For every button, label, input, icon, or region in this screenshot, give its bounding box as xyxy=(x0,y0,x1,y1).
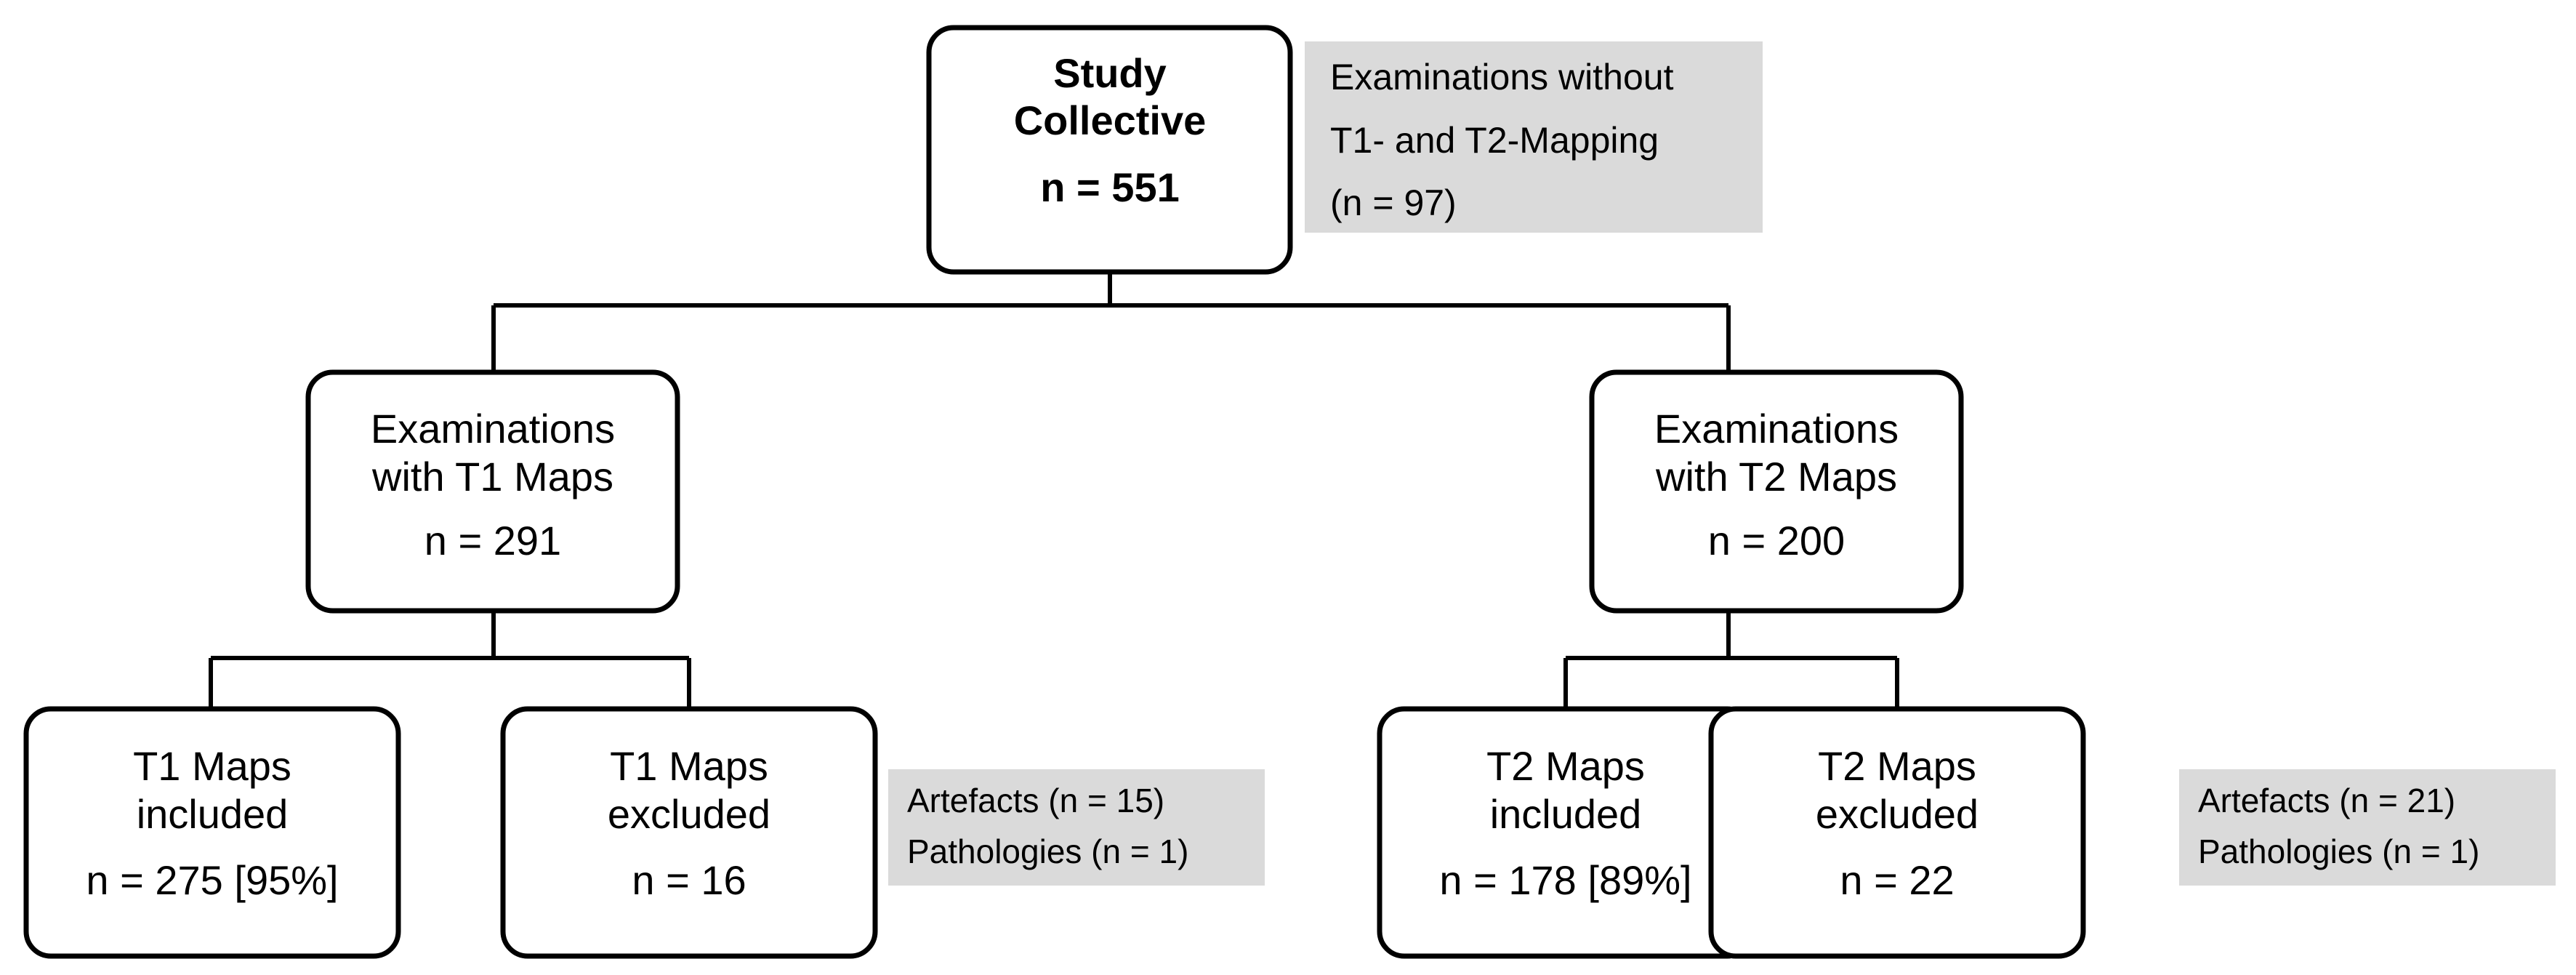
node-outline[interactable] xyxy=(305,369,680,614)
node-t1-maps-included[interactable]: T1 Maps included n = 275 [95%] xyxy=(23,706,401,959)
node-line-1: T2 Maps xyxy=(1818,743,1976,789)
node-line-3: n = 291 xyxy=(424,518,561,563)
note-line-2: Pathologies (n = 1) xyxy=(2198,832,2479,870)
note-line-1: Artefacts (n = 21) xyxy=(2198,782,2455,819)
node-line-1: T1 Maps xyxy=(133,743,291,789)
note-background xyxy=(888,769,1265,886)
node-line-2: included xyxy=(137,791,289,837)
note-line-1: Examinations without xyxy=(1330,57,1674,97)
node-t2-maps-excluded[interactable]: T2 Maps excluded n = 22 xyxy=(1708,706,2086,959)
node-line-1: T2 Maps xyxy=(1486,743,1645,789)
node-t2-maps-included[interactable]: T2 Maps included n = 178 [89%] xyxy=(1377,706,1755,959)
note-t1-exclusion-reasons: Artefacts (n = 15) Pathologies (n = 1) xyxy=(888,769,1265,886)
node-line-2: with T1 Maps xyxy=(371,454,613,499)
note-line-1: Artefacts (n = 15) xyxy=(907,782,1164,819)
node-outline[interactable] xyxy=(926,25,1293,275)
connector-group-t2 xyxy=(1563,611,1899,709)
note-line-2: T1- and T2-Mapping xyxy=(1330,120,1659,161)
node-line-3: n = 16 xyxy=(632,857,746,903)
node-line-1: T1 Maps xyxy=(610,743,768,789)
note-background xyxy=(1305,41,1763,233)
node-line-2: Collective xyxy=(1014,97,1207,143)
node-outline[interactable] xyxy=(23,706,401,959)
note-background xyxy=(2179,769,2556,886)
node-line-1: Examinations xyxy=(371,406,615,452)
connector-group-t1 xyxy=(209,611,691,709)
node-line-3: n = 22 xyxy=(1840,857,1954,903)
node-line-3: n = 200 xyxy=(1708,518,1845,563)
node-line-2: with T2 Maps xyxy=(1655,454,1897,499)
node-line-1: Examinations xyxy=(1654,406,1899,452)
note-examinations-without-mapping: Examinations without T1- and T2-Mapping … xyxy=(1305,41,1763,233)
note-line-3: (n = 97) xyxy=(1330,182,1457,223)
node-line-2: included xyxy=(1490,791,1642,837)
node-line-2: excluded xyxy=(1816,791,1979,837)
node-line-3: n = 551 xyxy=(1040,164,1179,210)
node-t1-maps-excluded[interactable]: T1 Maps excluded n = 16 xyxy=(500,706,878,959)
node-line-2: excluded xyxy=(608,791,770,837)
node-outline[interactable] xyxy=(1589,369,1964,614)
node-study-collective[interactable]: Study Collective n = 551 xyxy=(926,25,1293,275)
note-t2-exclusion-reasons: Artefacts (n = 21) Pathologies (n = 1) xyxy=(2179,769,2556,886)
node-line-3: n = 275 [95%] xyxy=(86,857,338,903)
node-line-3: n = 178 [89%] xyxy=(1439,857,1691,903)
node-line-1: Study xyxy=(1053,50,1167,96)
node-examinations-with-t1-maps[interactable]: Examinations with T1 Maps n = 291 xyxy=(305,369,680,614)
node-examinations-with-t2-maps[interactable]: Examinations with T2 Maps n = 200 xyxy=(1589,369,1964,614)
node-outline[interactable] xyxy=(1708,706,2086,959)
connector-group-root-to-branches xyxy=(491,272,1731,372)
note-line-2: Pathologies (n = 1) xyxy=(907,832,1188,870)
node-outline[interactable] xyxy=(500,706,878,959)
